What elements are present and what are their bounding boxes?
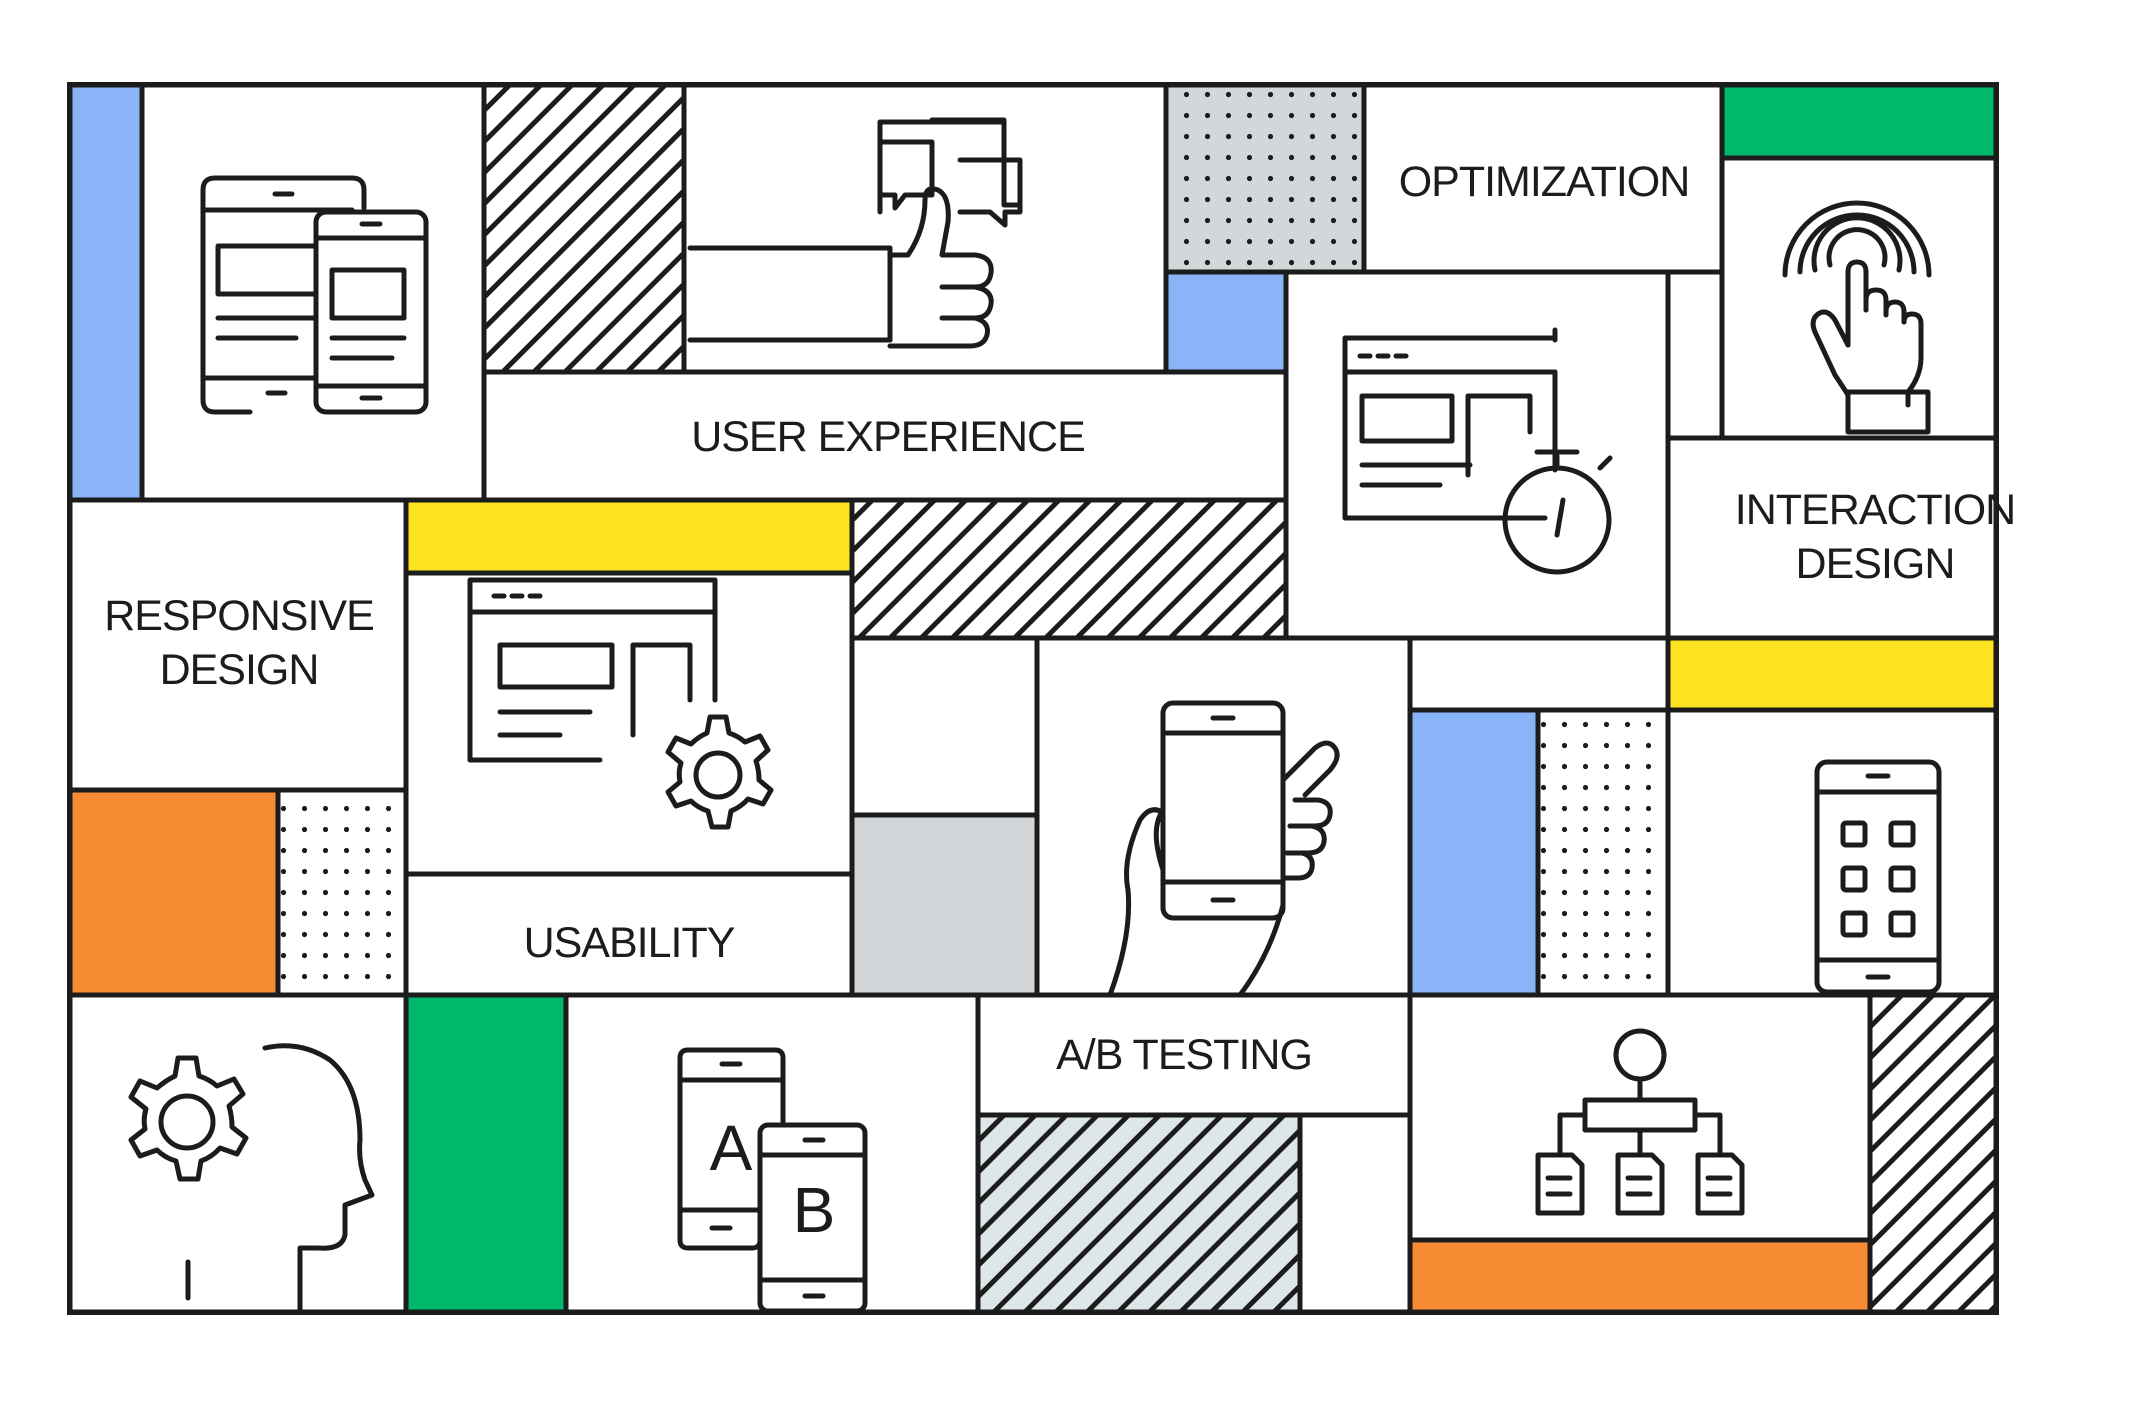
orange-strip-bottom	[1407, 1237, 1873, 1315]
dot-grey-tile	[1163, 82, 1367, 275]
green-strip-top-right	[1719, 82, 1999, 161]
ab-letters: A B	[710, 1112, 836, 1246]
thumbs-up-chat-icon	[687, 117, 1023, 349]
white-tile-mid-right	[1407, 635, 1671, 713]
touch-tile	[1719, 155, 1999, 441]
hatch-tile-mid	[849, 497, 1289, 641]
usability-tile	[403, 871, 855, 998]
stopwatch-tile	[1283, 269, 1671, 641]
thumbs-up-tile	[681, 82, 1169, 375]
hand-smartphone-icon	[1107, 700, 1340, 998]
head-gear-icon	[128, 1043, 375, 1313]
yellow-strip-right	[1665, 635, 1999, 713]
optimization-label: OPTIMIZATION	[1398, 158, 1691, 207]
touch-gesture-icon	[1782, 200, 1932, 435]
hatch-pale-tile	[975, 1112, 1303, 1315]
grey-tile-center	[849, 812, 1040, 998]
interaction-design-tile	[1665, 435, 1999, 641]
responsive-devices-icon	[200, 175, 429, 415]
smartphone-apps-icon	[1814, 759, 1942, 995]
hatch-tile-top	[481, 82, 687, 375]
dot-tile-left	[275, 787, 409, 998]
blue-strip-left	[67, 82, 145, 503]
yellow-strip-mid	[403, 497, 855, 576]
sitemap-hierarchy-icon	[1535, 1028, 1745, 1216]
hand-phone-tile	[1034, 635, 1413, 998]
webpage-stopwatch-icon	[1342, 327, 1613, 575]
dot-tile-mid-right	[1535, 707, 1671, 998]
sitemap-tile	[1407, 992, 1873, 1243]
white-tile-bottom	[1297, 1112, 1413, 1315]
hatch-tile-bottom-right	[1867, 992, 1999, 1315]
green-tile-bottom	[403, 992, 569, 1315]
letter-b: B	[793, 1174, 836, 1246]
blue-square-top	[1163, 269, 1289, 375]
orange-tile-left	[67, 787, 281, 998]
blue-tile-mid-right	[1407, 707, 1541, 998]
ab-testing-label: A/B TESTING	[1056, 1031, 1313, 1080]
narrow-spacer-tile	[1665, 269, 1725, 441]
usability-label: USABILITY	[523, 919, 736, 968]
responsive-design-label: RESPONSIVE DESIGN	[104, 592, 375, 694]
apps-phone-tile	[1665, 707, 1999, 998]
interaction-design-label: INTERACTION DESIGN	[1734, 486, 2016, 588]
user-experience-label: USER EXPERIENCE	[691, 413, 1086, 462]
icon-layer	[128, 117, 1942, 1314]
gear-web-tile	[403, 570, 855, 877]
letter-a: A	[710, 1112, 753, 1184]
ab-test-phones-icon	[677, 1047, 868, 1314]
webpage-gear-icon	[467, 577, 774, 830]
white-tile-center	[849, 635, 1040, 818]
